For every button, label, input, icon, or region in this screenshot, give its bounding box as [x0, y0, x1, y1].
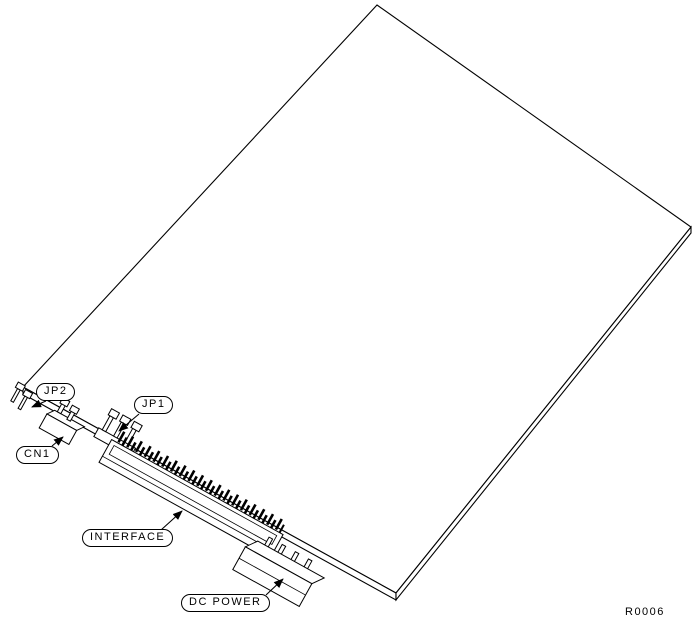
callout-dc-power: DC POWER	[181, 594, 270, 612]
circuit-board	[22, 4, 692, 602]
interface-pin-row-front	[119, 437, 285, 536]
callout-leaders	[31, 399, 284, 596]
callout-jp2: JP2	[36, 383, 76, 401]
cn1-connector	[38, 396, 86, 446]
leader-cn1	[51, 436, 64, 447]
interface-connector	[98, 431, 287, 559]
interface-pin-row-back	[117, 431, 287, 533]
jp2-jumper-pins	[10, 381, 34, 411]
leader-dc-power	[265, 578, 284, 596]
callout-jp1: JP1	[134, 396, 174, 414]
callout-interface: INTERFACE	[82, 529, 174, 547]
leader-interface	[160, 510, 183, 531]
leader-jp2	[31, 399, 47, 408]
leader-jp1	[118, 413, 140, 432]
figure-reference-code: R0006	[625, 606, 665, 618]
dc-power-connector	[232, 536, 326, 608]
board-top-surface	[22, 4, 692, 594]
callout-cn1: CN1	[16, 446, 59, 464]
board-edge-near-right	[395, 225, 692, 602]
